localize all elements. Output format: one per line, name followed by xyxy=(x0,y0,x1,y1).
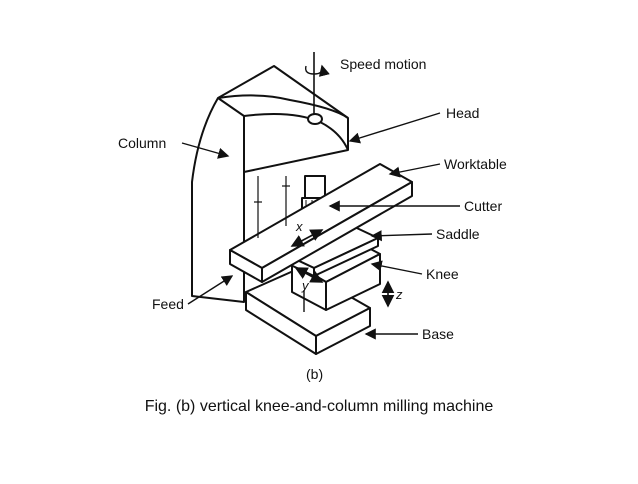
figure-caption: Fig. (b) vertical knee-and-column millin… xyxy=(144,398,494,415)
label-base: Base xyxy=(422,326,454,342)
worktable-leader xyxy=(388,163,441,178)
axis-y-label: y xyxy=(301,278,310,293)
label-saddle: Saddle xyxy=(436,226,480,242)
label-column: Column xyxy=(118,135,166,151)
label-speed-motion: Speed motion xyxy=(340,56,426,72)
y-motion-arrow xyxy=(294,267,324,283)
axis-z-label: z xyxy=(395,287,403,302)
feed-leader xyxy=(187,275,234,305)
subfigure-label: (b) xyxy=(306,366,323,382)
rotation-arrow xyxy=(304,64,330,77)
label-knee: Knee xyxy=(426,266,459,282)
label-worktable: Worktable xyxy=(444,156,507,172)
base-shape xyxy=(245,267,371,355)
worktable-shape xyxy=(229,163,413,283)
axis-x-label: x xyxy=(295,219,303,234)
label-head: Head xyxy=(446,105,479,121)
column-leader xyxy=(181,142,230,159)
label-cutter: Cutter xyxy=(464,198,502,214)
saddle-leader xyxy=(370,230,433,242)
knee-leader xyxy=(370,260,423,275)
label-feed: Feed xyxy=(152,296,184,312)
column-shape xyxy=(191,65,349,303)
head-leader xyxy=(348,112,441,144)
x-motion-arrow xyxy=(290,229,324,247)
